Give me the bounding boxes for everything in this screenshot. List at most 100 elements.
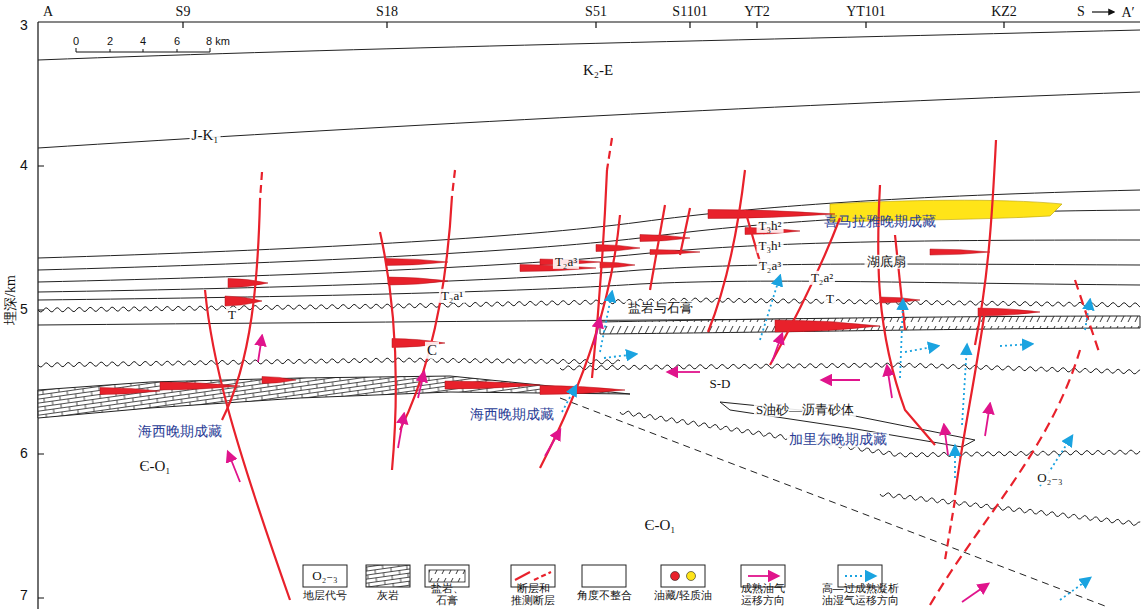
legend-text: 地层代号	[295, 589, 355, 602]
unconformity-line	[880, 493, 1140, 526]
section-circle	[687, 572, 696, 581]
gas-migration-arrow	[900, 300, 903, 378]
oil-migration-arrow	[944, 425, 948, 455]
depth-tick: 6	[18, 446, 30, 461]
section-path	[38, 281, 1140, 300]
unconformity-line	[560, 363, 1140, 374]
gas-migration-arrow	[600, 292, 612, 352]
section-path	[975, 140, 996, 345]
section-path	[680, 208, 690, 255]
oil-migration-arrow	[545, 430, 560, 456]
legend-text: 盐岩、 石膏	[422, 582, 472, 607]
section-path	[222, 200, 260, 420]
section-path	[748, 575, 778, 577]
section-path	[380, 232, 396, 470]
section-path	[650, 205, 665, 290]
oil-pool	[880, 297, 920, 303]
section-rect	[366, 565, 410, 587]
salt-label: 盐岩与石膏	[626, 301, 695, 315]
section-end: A′	[1119, 5, 1136, 20]
gas-migration-arrow	[760, 276, 780, 340]
depth-tick: 4	[18, 158, 30, 173]
section-path	[38, 166, 44, 598]
scale-number: 0	[71, 35, 81, 47]
section-path	[560, 398, 1105, 606]
oil-migration-arrow	[772, 334, 782, 362]
section-path	[930, 350, 1080, 605]
scale-number: 6	[172, 35, 182, 47]
scale-number: 8 km	[204, 35, 232, 47]
unconformity-line	[38, 298, 1140, 312]
depth-tick: 7	[18, 588, 30, 603]
stratum-code: T₂a²	[809, 271, 835, 285]
gas-migration-arrow	[562, 386, 576, 412]
section-rect	[429, 570, 465, 582]
section-rect	[661, 565, 705, 587]
scale-number: 4	[138, 35, 148, 47]
oil-pool	[445, 381, 540, 389]
section-rect	[303, 565, 347, 587]
axis-title: 埋深/km	[3, 273, 18, 327]
well-name: S18	[374, 4, 400, 19]
section-path	[955, 310, 985, 495]
legend-text: 油藏/轻质油	[648, 589, 718, 602]
oil-pool	[160, 382, 240, 390]
section-path	[945, 500, 955, 560]
legend-code: O₂₋₃	[310, 569, 339, 583]
section-path	[720, 402, 975, 447]
legend-text: 断层和 推测断层	[503, 582, 563, 607]
stratum-code: K₂-E	[581, 62, 615, 79]
oil-migration-arrow	[418, 372, 424, 398]
faults	[205, 138, 1100, 605]
section-path	[534, 572, 551, 580]
section-path	[400, 196, 452, 430]
oil-sand-body	[720, 402, 975, 447]
oil-pool	[262, 377, 296, 384]
oil-migration-arrow	[398, 414, 404, 448]
stratum-code: T	[226, 308, 238, 322]
section-path	[38, 240, 1140, 282]
gas-migration-arrow	[1085, 300, 1090, 330]
well-name: S9	[174, 4, 193, 19]
gas-migration-arrow	[1000, 344, 1032, 346]
scale-number: 2	[105, 35, 115, 47]
stratum-code: T₃h¹	[757, 239, 784, 253]
gas-migration-arrow	[604, 354, 636, 358]
oil-migration-arrow	[668, 371, 700, 373]
gas-migration-arrow	[1060, 578, 1090, 600]
unconformity-line	[38, 358, 620, 367]
stratum-code: T₂a³	[553, 255, 579, 269]
oil-pool	[100, 388, 160, 395]
accumulation-label: 喜马拉雅晚期成藏	[822, 214, 938, 229]
stratum-code: T₂a³	[757, 259, 783, 273]
oil-migration-arrow	[822, 379, 860, 381]
section-rect	[582, 565, 626, 587]
section-path	[38, 22, 1140, 609]
oil-migration-arrow	[258, 336, 262, 362]
well-name: S51	[583, 4, 609, 19]
legend-text: 高—过成熟凝析 油湿气运移方向	[814, 582, 906, 607]
section-path	[1092, 11, 1114, 12]
well-name: YT2	[742, 4, 772, 19]
oil-migration-arrow	[962, 584, 988, 602]
section-circle	[671, 572, 680, 581]
oil-migration-arrow	[594, 318, 600, 345]
gas-migration-arrow	[905, 346, 938, 352]
section-end: A	[41, 4, 55, 19]
unconformity-line	[620, 411, 1140, 457]
section-path	[38, 92, 1140, 148]
stratum-code: T	[824, 292, 836, 306]
gas-migration-arrow	[962, 345, 967, 425]
section-path	[183, 22, 1004, 28]
fan-label: 湖底扇	[865, 255, 908, 269]
strata-lines	[38, 30, 1140, 606]
section-path	[845, 575, 875, 577]
oil-pool	[600, 262, 635, 268]
oil-migration-arrow	[887, 366, 892, 398]
well-name: KZ2	[989, 4, 1019, 19]
oil-pool	[540, 386, 625, 395]
well-name: YT101	[844, 4, 888, 19]
section-path	[76, 48, 210, 52]
section-path	[895, 235, 905, 330]
